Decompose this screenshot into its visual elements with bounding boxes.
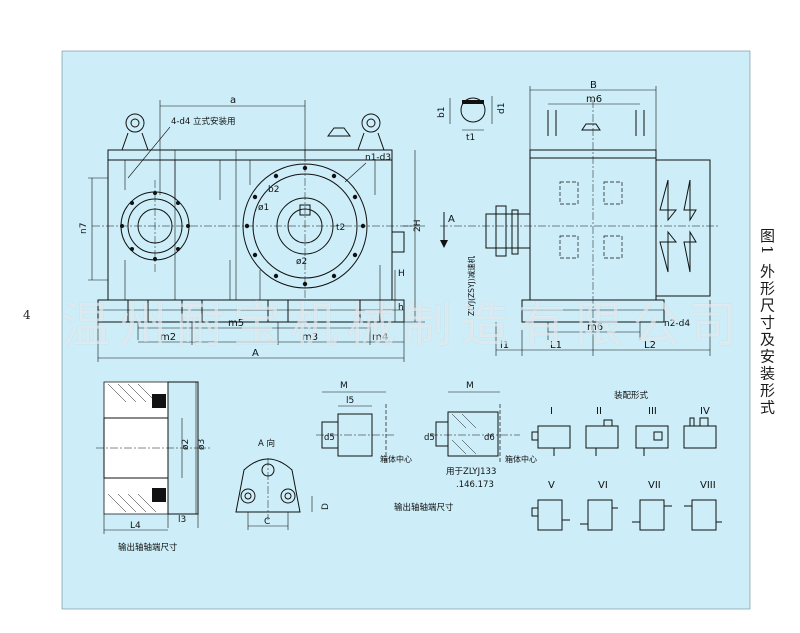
mount-note: 4-d4 立式安装用 [171,116,235,127]
is2-series-note: 用于ZLYJ133 [446,467,496,477]
a-view: A 向 C D [235,438,331,530]
page-number: 4 [23,308,31,322]
side-view: b1 d1 t1 B m6 [437,80,720,356]
out-phi3: ø3 [197,439,207,450]
input-shaft-caption: 输出轴轴端尺寸 [394,502,454,513]
shaft-b1: b1 [437,107,447,118]
input-shaft-detail-1: M l5 d5 箱体中心 输出轴轴端尺寸 [316,381,454,513]
output-shaft-caption: 输出轴轴端尺寸 [118,542,178,553]
input-shaft-detail-2: M d5 d6 箱体中心 用于ZLYJ133 .146.173 [424,381,537,490]
is1-center: 箱体中心 [380,454,412,464]
form-I-label: I [550,406,553,417]
dim-m5: m5 [228,318,244,329]
out-l3: l3 [178,515,186,525]
label-b2: b2 [268,185,279,195]
shaft-t1: t1 [466,133,475,143]
dim-h: h [398,303,404,313]
front-view: a 4-d4 立式安装用 [79,95,425,362]
out-phi2: ø2 [181,439,191,450]
a-view-title: A 向 [258,438,275,449]
label-phi2: ø2 [296,257,307,267]
dim-A: A [252,348,259,359]
drawing-panel [61,50,751,610]
is2-series-note-2: .146.173 [456,480,494,490]
dim-m6-top: m6 [586,94,602,105]
is1-l5: l5 [346,396,354,406]
dim-l1: l1 [500,340,509,351]
label-t2: t2 [336,223,345,233]
mounting-forms: 装配形式 I II III IV V VI VII VIII [531,390,722,531]
form-VIII-label: VIII [700,480,716,491]
A-direction-arrow: A [448,214,455,225]
dim-m6-bottom: m6 [587,322,603,333]
is1-M: M [340,381,348,391]
is2-M: M [466,381,474,391]
dim-L2: L2 [644,340,656,351]
motor-note: ZLYJ(ZSYJ)减速机 [466,255,476,316]
shaft-d1: d1 [497,103,507,114]
out-L4: L4 [130,521,141,531]
dim-D: D [321,503,331,510]
form-IV-label: IV [700,406,710,417]
dim-C: C [264,517,270,527]
is2-center: 箱体中心 [505,454,537,464]
form-VI-label: VI [598,480,608,491]
dim-n2-d4: n2-d4 [664,319,690,329]
is1-d5: d5 [324,433,335,443]
dim-H: H [398,269,405,279]
dim-a: a [230,95,236,106]
figure-caption: 图1 外形尺寸及安装形式 [758,228,776,417]
dim-L1: L1 [550,340,562,351]
output-shaft-section: ø2 ø3 l3 L4 输出轴轴端尺寸 [96,381,210,553]
form-V-label: V [548,480,555,491]
form-VII-label: VII [648,480,661,491]
dim-m2: m2 [160,332,176,343]
form-III-label: III [648,406,657,417]
dim-n7: n7 [79,223,89,234]
mount-forms-title: 装配形式 [614,390,649,401]
label-n1-d3: n1-d3 [365,153,391,163]
is2-d6: d6 [484,433,495,443]
is2-d5: d5 [424,433,435,443]
label-phi1: ø1 [258,203,269,213]
dim-2H: 2H [413,220,423,233]
form-II-label: II [596,406,602,417]
dim-m4: m4 [372,332,388,343]
dim-m3: m3 [302,332,318,343]
dim-B: B [590,80,597,91]
